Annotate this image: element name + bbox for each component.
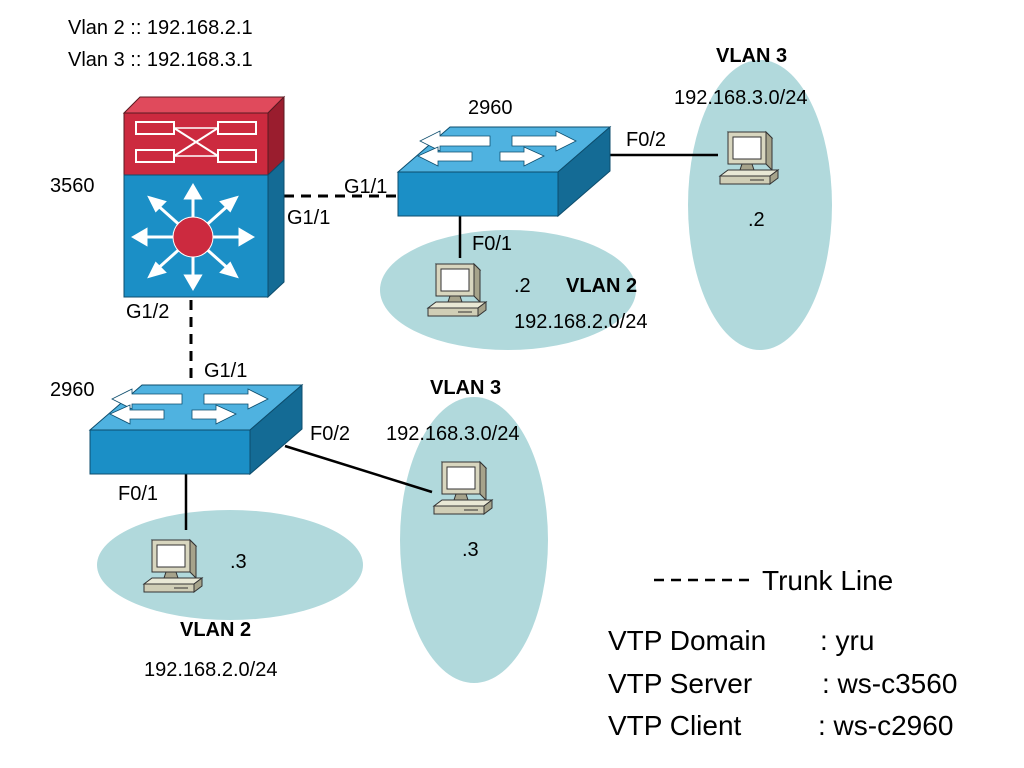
vlan3-top-right-name: VLAN 3 — [716, 45, 787, 67]
switch-2960-top[interactable] — [396, 125, 612, 218]
pc-vlan2-bottom[interactable] — [143, 539, 203, 593]
pc-vlan2-top[interactable] — [427, 263, 487, 317]
switch-top-port-f01-label: F0/1 — [472, 233, 512, 255]
vtp-client-label: VTP Client — [608, 710, 742, 741]
core-switch-3560[interactable] — [122, 95, 286, 299]
vlan2-bottom-host: .3 — [230, 551, 247, 573]
vlan2-bottom-subnet: 192.168.2.0/24 — [144, 659, 277, 681]
core-port-g12-label: G1/2 — [126, 301, 169, 323]
switch-bottom-model-label: 2960 — [50, 379, 95, 401]
pc-vlan3-bottom[interactable] — [433, 461, 493, 515]
vlan3-bottom-name: VLAN 3 — [430, 377, 501, 399]
vlan3-gateway-label: Vlan 3 :: 192.168.3.1 — [68, 49, 253, 71]
vlan2-top-subnet: 192.168.2.0/24 — [514, 311, 647, 333]
switch-top-model-label: 2960 — [468, 97, 513, 119]
vlan3-bottom-area — [400, 397, 548, 683]
vlan2-gateway-label: Vlan 2 :: 192.168.2.1 — [68, 17, 253, 39]
switch-bottom-port-f02-label: F0/2 — [310, 423, 350, 445]
pc-vlan3-top[interactable] — [719, 131, 779, 185]
switch-bottom-port-g11-label: G1/1 — [204, 360, 247, 382]
vlan3-top-right-host: .2 — [748, 209, 765, 231]
vlan2-top-area — [380, 230, 636, 350]
vlan3-bottom-host: .3 — [462, 539, 479, 561]
vlan2-bottom-area — [97, 510, 363, 620]
core-model-label: 3560 — [50, 175, 95, 197]
vtp-domain-label: VTP Domain — [608, 625, 766, 656]
vtp-client-value: : ws-c2960 — [818, 710, 953, 741]
switch-bottom-port-f01-label: F0/1 — [118, 483, 158, 505]
vlan2-bottom-name: VLAN 2 — [180, 619, 251, 641]
vlan3-bottom-subnet: 192.168.3.0/24 — [386, 423, 519, 445]
vlan3-top-right-subnet: 192.168.3.0/24 — [674, 87, 807, 109]
switch-2960-bottom[interactable] — [88, 383, 304, 476]
switch-top-port-g11-label: G1/1 — [344, 176, 387, 198]
legend-trunk-line-label: Trunk Line — [762, 565, 893, 596]
switch-top-port-f02-label: F0/2 — [626, 129, 666, 151]
vlan2-top-name: VLAN 2 — [566, 275, 637, 297]
vtp-server-value: : ws-c3560 — [822, 668, 957, 699]
vtp-server-label: VTP Server — [608, 668, 752, 699]
vlan3-top-right-area — [688, 60, 832, 350]
link-switch-bottom-f02 — [284, 444, 433, 494]
vlan2-top-host: .2 — [514, 275, 531, 297]
vtp-domain-value: : yru — [820, 625, 874, 656]
core-port-g11-label: G1/1 — [287, 207, 330, 229]
